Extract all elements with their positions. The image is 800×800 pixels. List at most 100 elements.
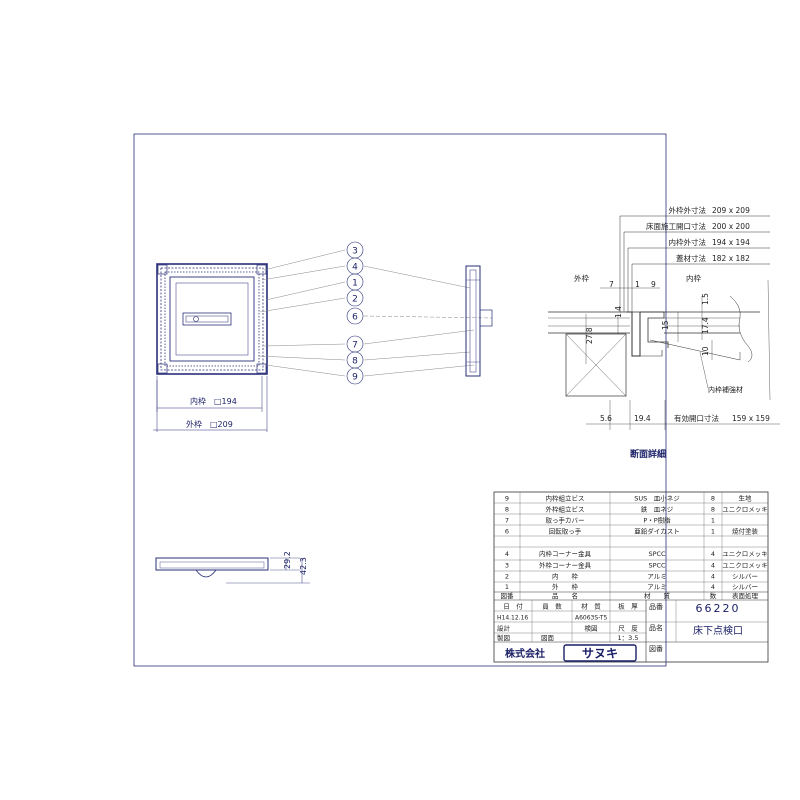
scale-label: 尺 度 — [618, 624, 638, 633]
callout-5 — [346, 307, 364, 325]
drawing-date: H14.12.16 — [497, 615, 528, 622]
part-no: 4 — [505, 550, 509, 558]
callout-4 — [346, 289, 364, 307]
effective-opening-label: 有効開口寸法 — [674, 413, 719, 423]
brand-name: サヌキ — [582, 647, 618, 661]
part-name: 回転取っ手 — [549, 527, 582, 536]
callout-label: 4 — [352, 263, 358, 273]
part-name: 取っ手カバー — [546, 516, 585, 525]
callout-label: 7 — [352, 341, 358, 351]
product-no-label: 品番 — [649, 603, 663, 611]
inner-frame-dim: 内枠 □194 — [190, 396, 237, 406]
part-material: SUS 皿小ネジ — [634, 494, 680, 503]
brand-logo — [563, 644, 637, 662]
part-no: 7 — [505, 517, 509, 525]
section-row-label: 床面施工開口寸法 — [646, 221, 706, 231]
company-name: 株式会社 — [505, 647, 545, 660]
outer-frame-dim: 外枠 □209 — [186, 419, 233, 429]
dim-9: 9 — [651, 280, 656, 289]
part-qty: 4 — [711, 562, 715, 570]
header-name: 品 名 — [552, 591, 578, 600]
dim-19-4: 19.4 — [634, 414, 651, 423]
part-no: 3 — [505, 562, 509, 570]
frame-side-view — [465, 265, 493, 377]
product-number: 66220 — [696, 602, 741, 615]
section-detail — [548, 215, 780, 430]
title-block — [494, 600, 768, 662]
part-finish: ユニクロメッキ — [722, 562, 768, 570]
dim-10: 10 — [701, 346, 710, 356]
callout-label: 9 — [352, 373, 358, 383]
part-finish: シルバー — [732, 573, 758, 581]
part-qty: 4 — [711, 583, 715, 591]
reinforcement-label: 内枠補強材 — [708, 385, 743, 394]
dim-15: 15 — [661, 320, 670, 330]
drawing-border — [133, 133, 667, 667]
part-name: 内枠組立ビス — [546, 494, 585, 503]
part-name: 外枠コーナー金具 — [539, 561, 592, 570]
part-material: アルミ — [647, 573, 666, 581]
part-finish: シルバー — [732, 583, 758, 591]
part-finish: 焼付塗装 — [732, 527, 759, 536]
dim-17-4: 17.4 — [701, 317, 710, 334]
date-label: 日 付 — [503, 602, 523, 611]
dim-1-4: 1.4 — [614, 306, 623, 318]
header-qty: 数 — [710, 591, 717, 600]
part-qty: 8 — [711, 495, 715, 503]
part-name: 内 枠 — [552, 572, 579, 581]
callout-8 — [346, 367, 364, 385]
callout-leaders — [257, 249, 493, 377]
part-no: 8 — [505, 506, 509, 514]
part-no: 2 — [505, 573, 509, 581]
dim-1: 1 — [635, 280, 640, 289]
drawn-label: 製図 — [497, 633, 510, 642]
callout-label: 6 — [352, 313, 358, 323]
part-qty: 8 — [711, 506, 715, 514]
product-name-label: 品名 — [649, 623, 663, 632]
drawing-scale: 1：3.5 — [618, 634, 639, 642]
part-name: 外枠組立ビス — [546, 505, 585, 514]
part-no: 1 — [505, 583, 509, 591]
callout-label: 2 — [352, 295, 358, 305]
section-row-label: 蓋材寸法 — [676, 253, 706, 263]
check-label: 検図 — [585, 624, 598, 633]
part-finish: ユニクロメッキ — [722, 550, 768, 558]
outer-frame-label: 外枠 — [574, 273, 589, 283]
plan-dimensions — [153, 376, 268, 432]
section-row-label: 内枠外寸法 — [669, 237, 707, 247]
section-title: 断面詳細 — [630, 448, 666, 460]
part-material: アルミ — [647, 583, 666, 591]
section-row-value: 209 x 209 — [712, 206, 750, 215]
effective-opening-value: 159 x 159 — [732, 414, 770, 423]
part-material: P・P樹脂 — [643, 516, 671, 525]
design-label: 設計 — [497, 624, 511, 633]
thickness-label: 板 厚 — [618, 602, 638, 611]
drawing-material: A6063S-T5 — [575, 615, 607, 622]
callout-label: 1 — [352, 279, 358, 289]
part-finish: 生地 — [739, 494, 753, 503]
dim-5-6: 5.6 — [600, 414, 612, 423]
handle-slot — [182, 312, 232, 326]
product-name: 床下点検口 — [693, 624, 743, 637]
side-elevation — [155, 557, 310, 584]
header-material: 材 質 — [644, 591, 671, 600]
dim-27-8: 27.8 — [585, 327, 594, 344]
part-name: 内枠コーナー金具 — [539, 549, 592, 558]
part-qty: 4 — [711, 573, 715, 581]
part-no: 9 — [505, 495, 509, 503]
dim-7: 7 — [609, 280, 614, 289]
section-row-value: 182 x 182 — [712, 254, 750, 263]
approve-label: 図面 — [541, 634, 555, 642]
part-material: 鉄 皿ネジ — [641, 505, 674, 514]
section-row-value: 200 x 200 — [712, 222, 750, 231]
material-label: 材 質 — [581, 602, 601, 611]
header-finish: 表面処理 — [732, 591, 759, 600]
drawing-no-label: 図番 — [649, 645, 663, 653]
staff-label: 員 数 — [542, 602, 562, 611]
part-qty: 4 — [711, 550, 715, 558]
part-no: 6 — [505, 528, 509, 536]
part-material: SPCC — [648, 562, 666, 570]
section-row-label: 外枠外寸法 — [669, 205, 707, 215]
part-name: 外 枠 — [552, 582, 579, 591]
